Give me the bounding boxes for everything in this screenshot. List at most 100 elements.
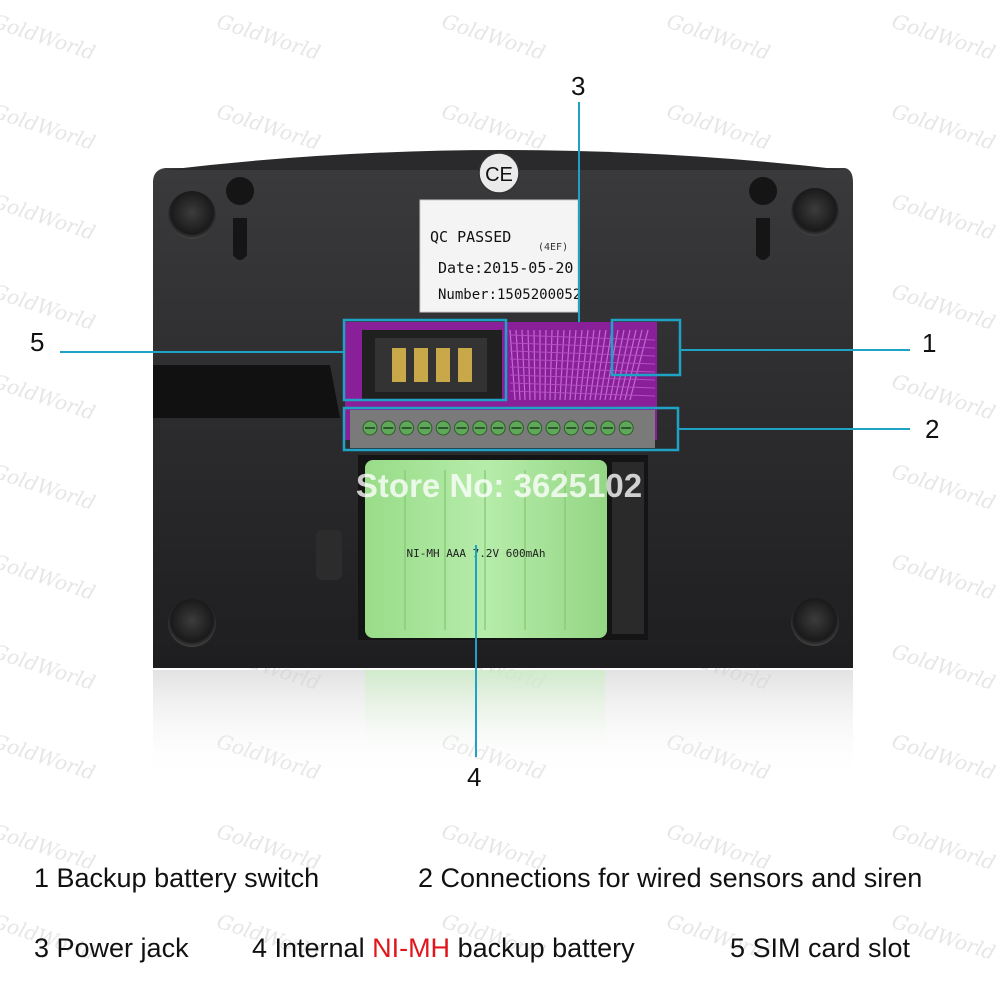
board-trace [509, 374, 656, 381]
watermark-text: GoldWorld [0, 459, 98, 515]
callout-box-switch [610, 318, 682, 377]
callout-box-sim [342, 318, 508, 402]
board-trace [559, 329, 565, 401]
caption-backup-battery-switch: 1 Backup battery switch [34, 863, 320, 893]
watermark-text: GoldWorld [889, 549, 998, 605]
board-trace [589, 329, 601, 401]
callout-number-4: 4 [467, 762, 481, 792]
sim-contacts [392, 348, 472, 382]
battery-reflection [365, 670, 605, 760]
callout-number-3: 3 [571, 71, 585, 101]
board-trace [609, 329, 625, 401]
watermark-text: GoldWorld [214, 9, 323, 65]
board-trace [554, 329, 559, 401]
battery-cover-latch [612, 462, 644, 634]
callout-number-1: 1 [922, 328, 936, 358]
board-trace [527, 329, 531, 401]
board-trace [584, 329, 595, 401]
watermark-text: GoldWorld [889, 9, 998, 65]
board-trace [564, 329, 571, 401]
board-trace [533, 329, 536, 401]
callout-lines [60, 102, 910, 757]
side-slot [153, 365, 340, 418]
board-trace [544, 329, 547, 401]
board-trace [509, 342, 656, 349]
rubber-foot [791, 598, 839, 646]
wall-mount-holes [226, 177, 778, 260]
qc-code: (4EF) [538, 242, 568, 253]
qc-date: Date:2015-05-20 [438, 259, 573, 277]
board-trace [579, 329, 589, 401]
rubber-feet [168, 188, 839, 647]
rubber-foot [168, 191, 216, 239]
watermark-text: GoldWorld [664, 9, 773, 65]
caption-battery-highlight: NI-MH [372, 933, 451, 963]
watermark-text: GoldWorld [664, 99, 773, 155]
keyhole-mount [226, 177, 255, 260]
callout-number-2: 2 [925, 414, 939, 444]
board-trace [509, 358, 656, 365]
qc-sticker [419, 199, 579, 313]
board-trace [509, 382, 656, 389]
board-trace [509, 366, 656, 373]
battery-pack [365, 460, 607, 638]
watermark-text: GoldWorld [0, 279, 98, 335]
rubber-foot [791, 188, 839, 236]
terminal-screws [362, 420, 634, 436]
board-trace [509, 350, 656, 357]
battery-connector [316, 530, 342, 580]
store-watermark: Store No: 3625102 [356, 467, 642, 504]
qc-number: Number:1505200052 [438, 287, 581, 303]
watermark-text: GoldWorld [889, 99, 998, 155]
sim-contact [392, 348, 406, 382]
rubber-foot [168, 599, 216, 647]
board-trace [521, 329, 526, 401]
watermark-text: GoldWorld [0, 369, 98, 425]
watermark-text: GoldWorld [889, 189, 998, 245]
watermark-text: GoldWorld [889, 369, 998, 425]
qc-title: QC PASSED [430, 228, 511, 246]
watermark-text: GoldWorld [0, 549, 98, 605]
board-trace [619, 329, 637, 401]
board-trace [569, 329, 577, 401]
caption-battery-suffix: backup battery [450, 933, 635, 963]
watermark-text: GoldWorld [0, 9, 98, 65]
board-trace [509, 334, 656, 341]
board-trace [549, 329, 553, 401]
board-trace [624, 329, 643, 401]
ce-badge [478, 152, 520, 194]
board-traces [509, 329, 656, 401]
board-trace [594, 329, 607, 401]
watermark-text: GoldWorld [0, 729, 98, 785]
watermark-text: GoldWorld [439, 99, 548, 155]
watermark-text: GoldWorld [0, 189, 98, 245]
sim-contact [436, 348, 450, 382]
battery-cells [404, 470, 566, 630]
watermark-text: GoldWorld [0, 99, 98, 155]
callout-number-5: 5 [30, 327, 44, 357]
board-trace [574, 329, 583, 401]
watermark-text: GoldWorld [0, 639, 98, 695]
caption-sim-card-slot: 5 SIM card slot [730, 933, 911, 963]
watermark-text: GoldWorld [889, 729, 998, 785]
watermark-text: GoldWorld [214, 99, 323, 155]
caption-battery-prefix: 4 Internal [252, 933, 373, 963]
ce-mark: CE [485, 164, 513, 186]
sim-contact [414, 348, 428, 382]
board-trace [599, 329, 613, 401]
caption-power-jack: 3 Power jack [34, 933, 189, 963]
watermark-text: GoldWorld [439, 9, 548, 65]
watermark-text: GoldWorld [889, 639, 998, 695]
board-trace [614, 329, 631, 401]
sim-contact [458, 348, 472, 382]
keyhole-mount [749, 177, 778, 260]
watermark-text: GoldWorld [889, 459, 998, 515]
caption-internal-battery: 4 Internal NI-MH backup battery [252, 933, 635, 964]
board-trace [515, 329, 521, 401]
caption-wired-connections: 2 Connections for wired sensors and sire… [418, 863, 923, 893]
board-trace [509, 390, 656, 397]
board-trace [509, 329, 516, 401]
watermark-text: GoldWorld [889, 279, 998, 335]
board-trace [629, 329, 649, 401]
